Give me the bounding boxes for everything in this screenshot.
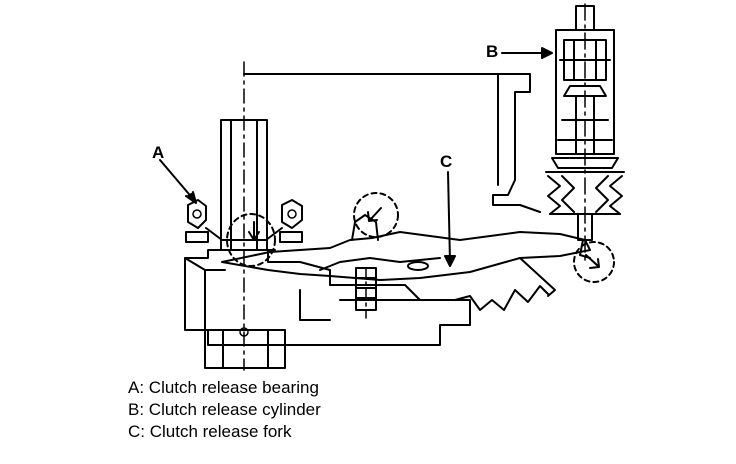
release-fork <box>221 231 591 311</box>
legend-key: A: <box>128 378 145 397</box>
legend-key: B: <box>128 400 145 419</box>
leader-a <box>159 159 197 204</box>
leader-b <box>501 47 553 59</box>
pivot-bolt <box>351 214 379 319</box>
input-shaft <box>214 119 276 251</box>
legend-key: C: <box>128 422 145 441</box>
leader-c <box>444 171 456 267</box>
shaft-center-mark <box>239 327 249 337</box>
legend-text: Clutch release fork <box>149 422 292 441</box>
callout-a: A <box>152 143 165 162</box>
input-shaft-lower <box>204 329 286 369</box>
callout-c: C <box>440 152 453 171</box>
lube-point-arrows <box>248 207 600 269</box>
release-cylinder <box>545 3 625 261</box>
release-bearing <box>185 199 303 243</box>
callout-b: B <box>486 42 499 61</box>
legend-item-a: A: Clutch release bearing <box>128 377 321 399</box>
cylinder-bracket <box>243 73 541 213</box>
legend-item-b: B: Clutch release cylinder <box>128 399 321 421</box>
legend: A: Clutch release bearing B: Clutch rele… <box>128 377 321 443</box>
legend-text: Clutch release cylinder <box>148 400 321 419</box>
legend-item-c: C: Clutch release fork <box>128 421 321 443</box>
detail-circles <box>226 192 615 283</box>
legend-text: Clutch release bearing <box>148 378 319 397</box>
